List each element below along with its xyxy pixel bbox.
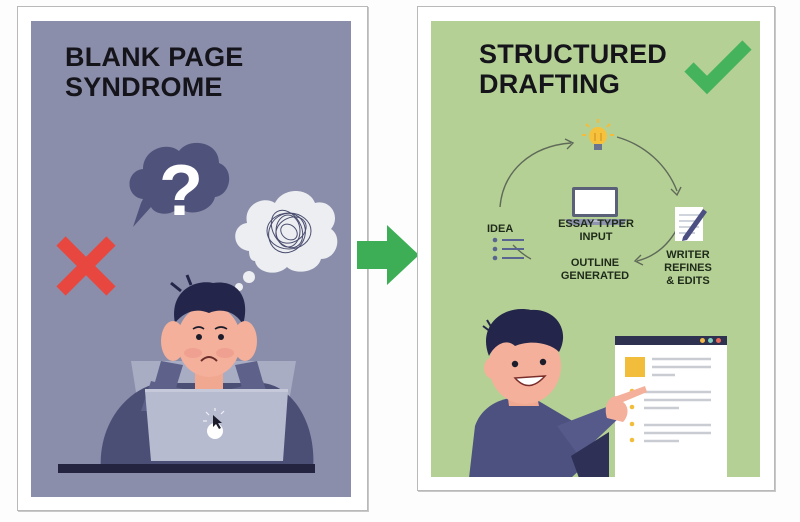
label-line: INPUT [579, 231, 613, 243]
desk-bar [58, 464, 315, 473]
label-line: REFINES [664, 262, 712, 274]
question-bubble-icon: ? [129, 142, 230, 231]
idea-label: IDEA [487, 223, 514, 235]
lightbulb-icon [582, 119, 614, 150]
list-icon [492, 237, 524, 261]
label-line: GENERATED [560, 270, 630, 282]
left-panel-title: BLANK PAGE SYNDROME [65, 42, 244, 102]
window-dot [708, 338, 713, 343]
process-cycle-arrows [499, 136, 682, 266]
document-window-titlebar [615, 336, 727, 345]
title-line-2: SYNDROME [65, 72, 223, 102]
blank-page-syndrome-panel: BLANK PAGE SYNDROME ? [31, 21, 351, 497]
window-dot [716, 338, 721, 343]
red-x-icon [56, 236, 116, 296]
structured-drafting-panel: STRUCTURED DRAFTING [431, 21, 760, 477]
laptop-icon [565, 187, 627, 225]
label-line: OUTLINE [570, 257, 620, 269]
window-dot [700, 338, 705, 343]
pen-paper-icon [675, 207, 707, 241]
svg-text:?: ? [159, 151, 203, 231]
scribble-thought-bubble-icon [235, 191, 338, 291]
title-line-2: DRAFTING [479, 69, 621, 99]
title-line-1: STRUCTURED [479, 39, 667, 69]
label-line: & EDITS [666, 275, 710, 287]
writer-refines-edits-label: WRITER REFINES & EDITS [653, 249, 723, 288]
document-window [615, 336, 727, 477]
right-arrow-icon [357, 225, 419, 285]
frustrated-person-illustration [100, 274, 314, 471]
label-line: WRITER [666, 249, 710, 261]
green-check-icon [684, 40, 752, 95]
document-content-lines [625, 357, 711, 443]
label-line: ESSAY TYPER [558, 218, 634, 230]
outline-generated-label: OUTLINE GENERATED [555, 257, 635, 283]
essay-typer-input-label: ESSAY TYPER INPUT [552, 218, 640, 244]
right-panel-title: STRUCTURED DRAFTING [479, 39, 667, 99]
title-line-1: BLANK PAGE [65, 42, 244, 72]
happy-person-illustration [469, 309, 647, 477]
